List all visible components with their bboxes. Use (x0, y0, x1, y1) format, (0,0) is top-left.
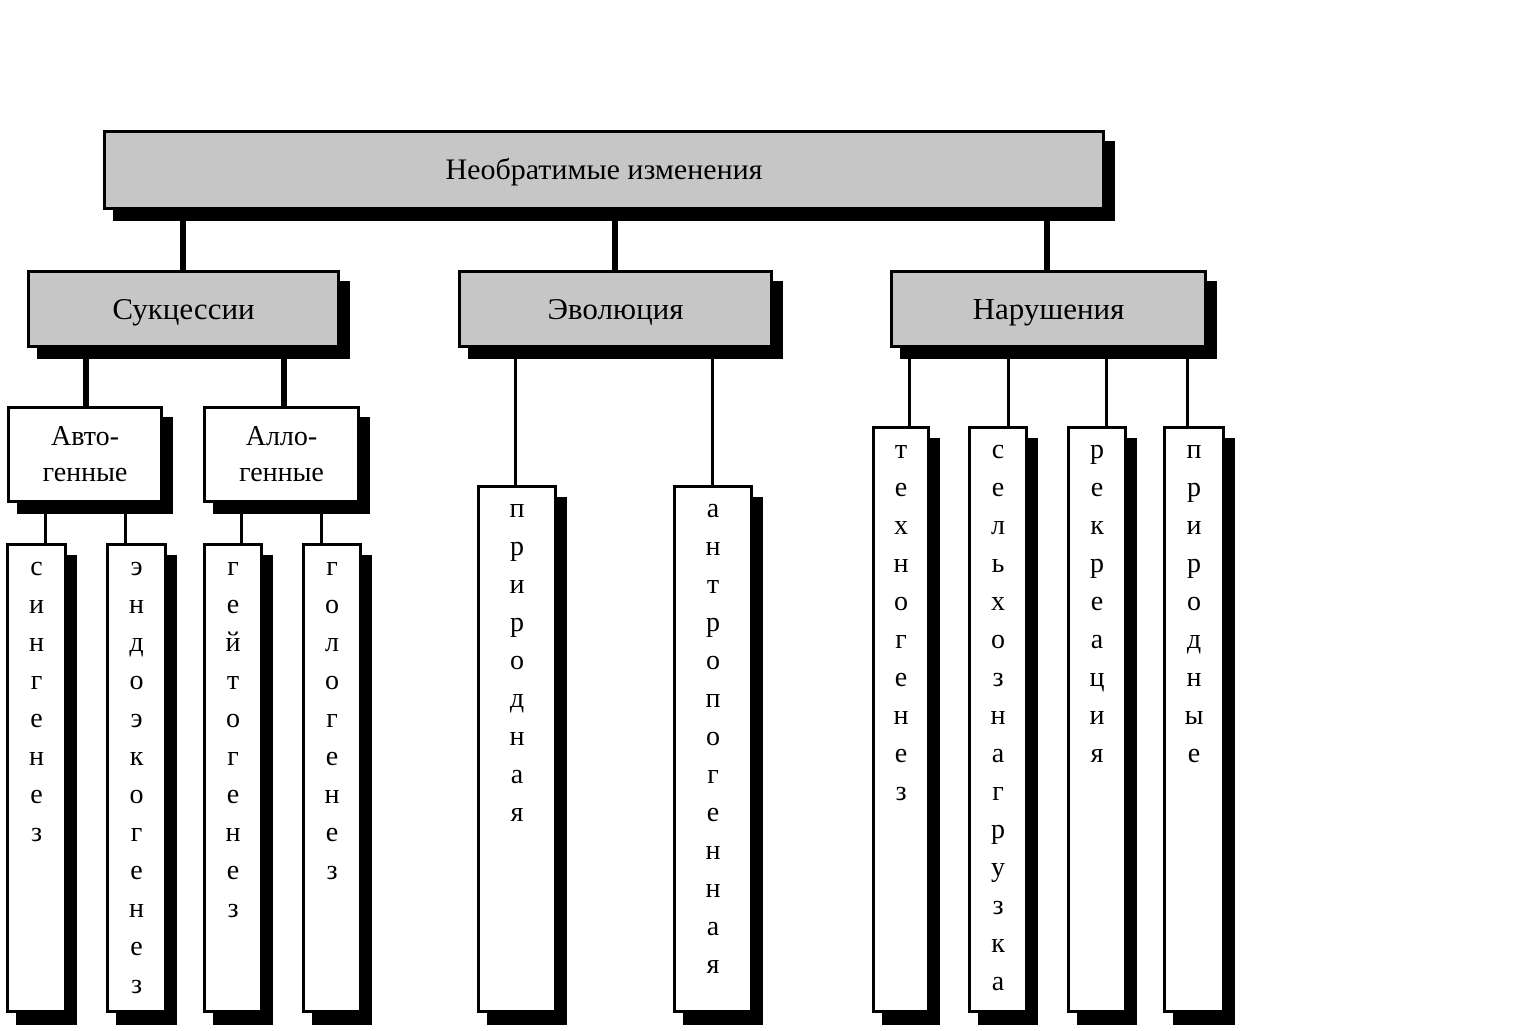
connector-evolution-to-anthropogenic (711, 346, 714, 485)
connector-allogenic-to-geitogenesis (240, 501, 243, 543)
connector-root-to-evolution (612, 208, 618, 270)
subbranch-label-allogenic-line2: генные (239, 456, 324, 488)
connector-autogenic-to-syngenesis (44, 501, 47, 543)
connector-evolution-to-natural (514, 346, 517, 485)
subbranch-label-autogenic-line2: генные (42, 456, 128, 488)
connector-root-to-successions (180, 208, 186, 270)
connector-disturbances-to-technogenesis (908, 346, 911, 426)
connector-successions-to-allogenic (281, 346, 287, 406)
branch-label-disturbances: Нарушения (972, 291, 1125, 326)
connector-autogenic-to-endoecogenesis (124, 501, 127, 543)
subbranch-label-autogenic: Авто- генные (43, 419, 128, 491)
branch-label-evolution: Эволюция (547, 291, 684, 326)
branch-box-evolution: Эволюция (458, 270, 773, 348)
connector-root-to-disturbances (1044, 208, 1050, 270)
branch-box-successions: Сукцессии (27, 270, 340, 348)
connector-successions-to-autogenic (83, 346, 89, 406)
subbranch-box-allogenic: Алло- генные (203, 406, 360, 503)
connector-allogenic-to-hologenesis (320, 501, 323, 543)
connector-disturbances-to-agricultural-load (1007, 346, 1010, 426)
subbranch-label-allogenic-line1: Алло- (245, 420, 318, 452)
root-box-label: Необратимые изменения (445, 153, 763, 186)
root-box-irreversible-changes: Необратимые изменения (103, 130, 1105, 210)
connector-disturbances-to-natural-disturbances (1186, 346, 1189, 426)
branch-box-disturbances: Нарушения (890, 270, 1207, 348)
subbranch-box-autogenic: Авто- генные (7, 406, 163, 503)
subbranch-label-autogenic-line1: Авто- (51, 420, 119, 452)
branch-label-successions: Сукцессии (112, 291, 255, 326)
connector-disturbances-to-recreation (1105, 346, 1108, 426)
subbranch-label-allogenic: Алло- генные (239, 419, 324, 491)
